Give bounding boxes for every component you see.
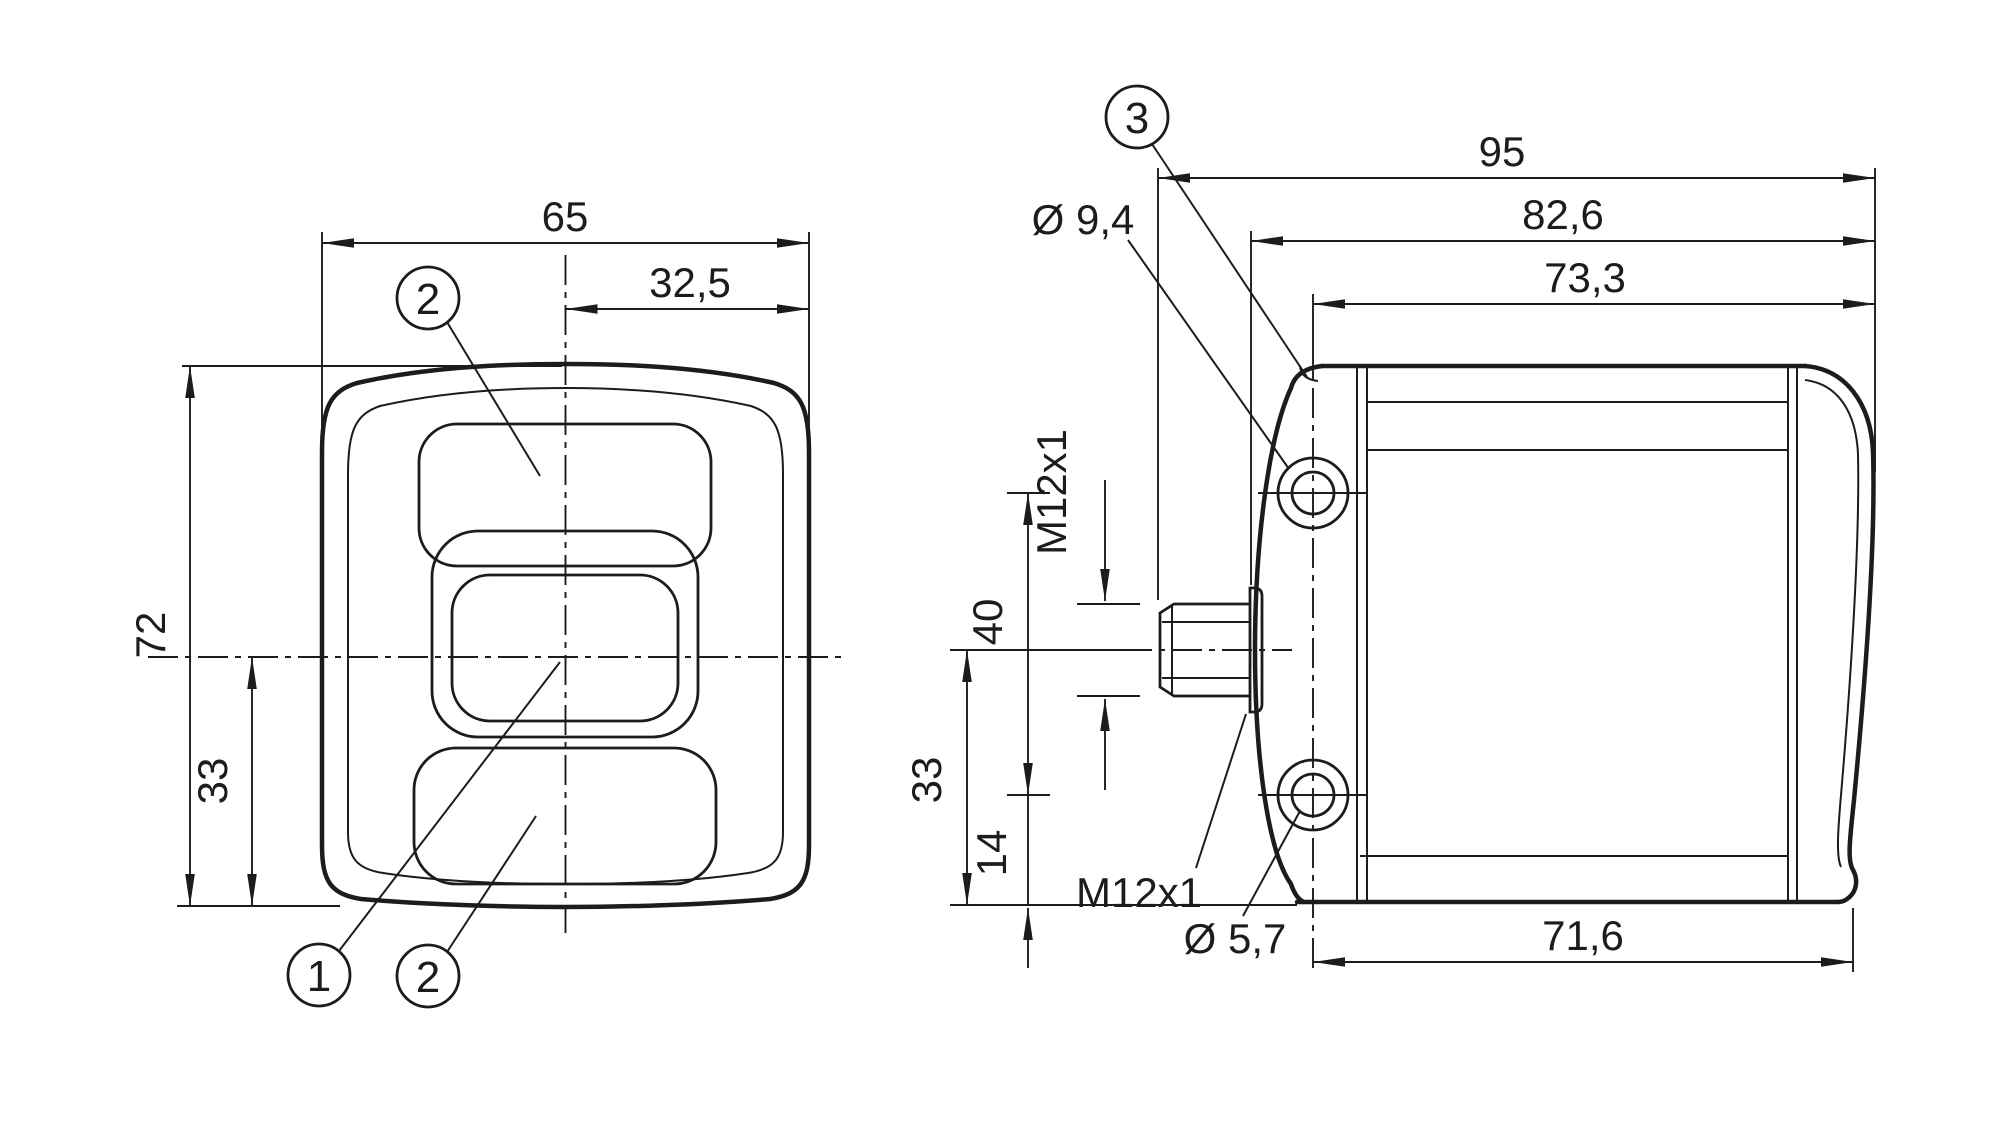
front-view: 65 32,5 72 33 2 1 2 xyxy=(127,193,843,1009)
dim-95-label: 95 xyxy=(1479,128,1526,175)
front-housing-outline xyxy=(319,361,812,910)
dim-82-6-label: 82,6 xyxy=(1522,191,1604,238)
callout-1-balloon xyxy=(286,942,352,1008)
callout-2-bottom-label: 2 xyxy=(416,953,440,1002)
callout-3-leader xyxy=(1151,143,1308,378)
counterbore-dia-leader xyxy=(1127,239,1290,470)
through-hole-dia-leader xyxy=(1242,810,1301,917)
dim-72-label: 72 xyxy=(127,612,174,659)
dim-73-3-label: 73,3 xyxy=(1544,254,1626,301)
callout-1-label: 1 xyxy=(307,952,331,1001)
connector-flange-outline xyxy=(1248,586,1264,714)
side-rear-profile-outer xyxy=(1802,363,1876,905)
dim-33-label: 33 xyxy=(189,758,236,805)
callout-2-top-leader xyxy=(446,321,541,477)
connector-thread-bottom-leader xyxy=(1195,713,1247,869)
dim-40-label: 40 xyxy=(964,599,1011,646)
callout-3-label: 3 xyxy=(1125,94,1149,143)
side-view: M12x1 95 82,6 73,3 40 33 14 71,6 Ø 9,4 Ø… xyxy=(903,84,1876,975)
callout-3-balloon xyxy=(1104,84,1170,150)
callout-2-top-balloon xyxy=(395,265,461,331)
callout-2-top-label: 2 xyxy=(416,275,440,324)
dim-71-6-label: 71,6 xyxy=(1542,912,1624,959)
counterbore-dia-label: Ø 9,4 xyxy=(1032,196,1135,243)
callout-2-bottom-balloon xyxy=(395,943,461,1009)
dim-65-label: 65 xyxy=(542,193,589,240)
connector-thread-label-bottom: M12x1 xyxy=(1076,869,1202,916)
dim-14-label: 14 xyxy=(968,830,1015,877)
callout-2-bottom-leader xyxy=(446,815,537,953)
side-front-bezel-outline xyxy=(1252,363,1325,905)
front-cap-seam-line xyxy=(347,386,784,886)
connector-thread-label-side: M12x1 xyxy=(1028,429,1075,555)
callout-1-leader xyxy=(338,661,561,952)
through-hole-dia-label: Ø 5,7 xyxy=(1184,915,1287,962)
side-rear-profile-inner xyxy=(1804,379,1860,868)
dim-33-side-label: 33 xyxy=(903,757,950,804)
dim-32-5-label: 32,5 xyxy=(649,259,731,306)
